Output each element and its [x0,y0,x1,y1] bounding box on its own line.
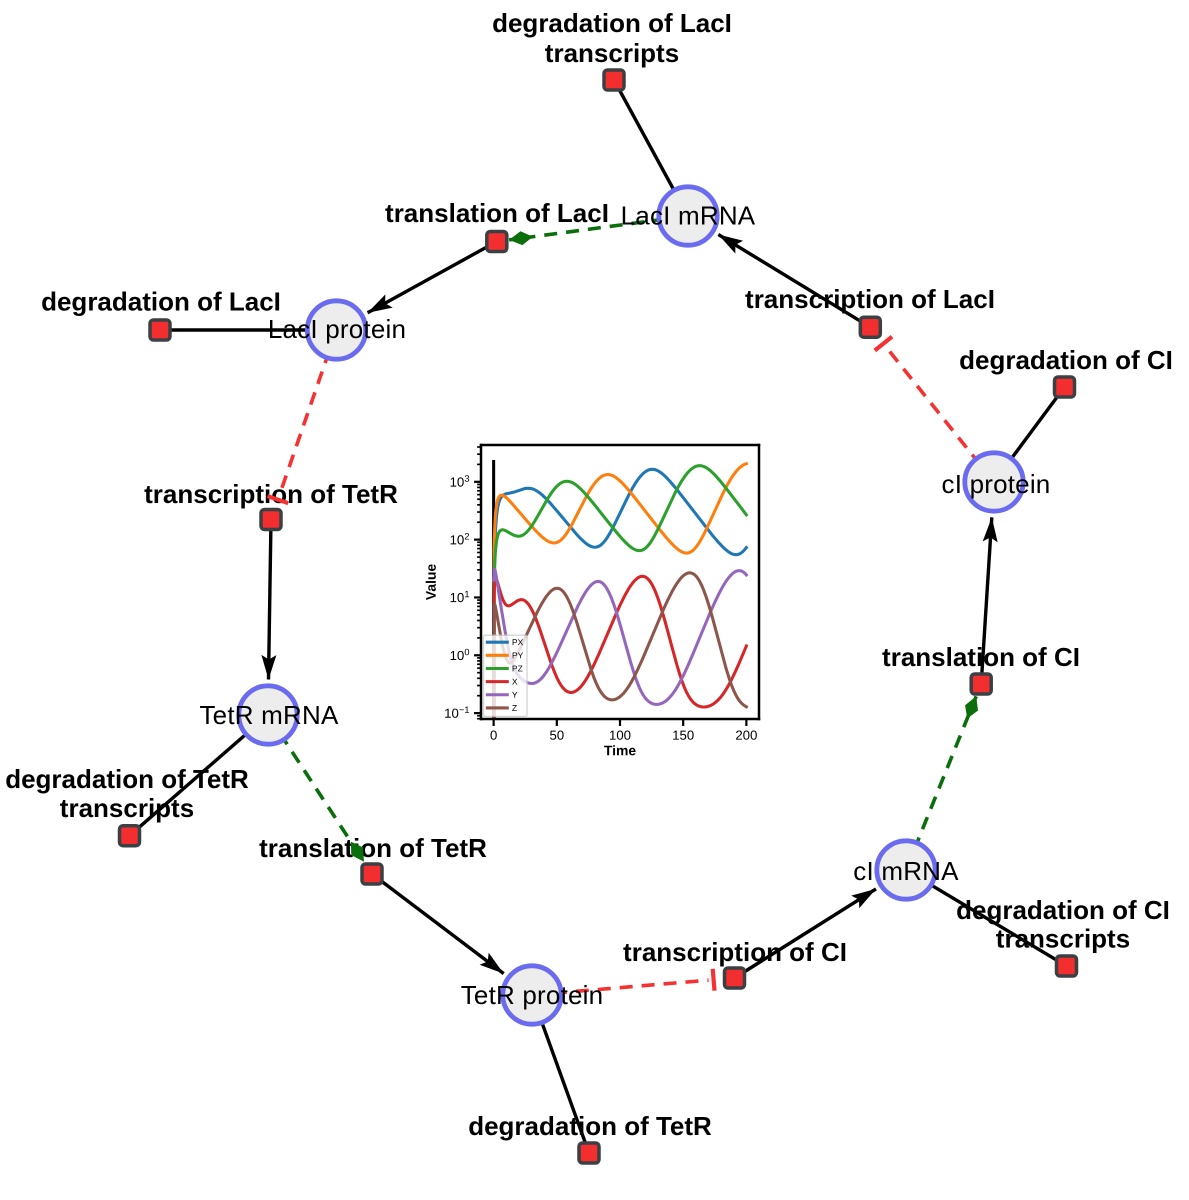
svg-text:LacI protein: LacI protein [268,314,406,344]
svg-text:degradation of LacI: degradation of LacI [492,8,732,38]
svg-text:degradation of TetR: degradation of TetR [468,1111,712,1141]
svg-text:degradation of TetR: degradation of TetR [5,764,249,794]
svg-text:transcription of TetR: transcription of TetR [144,479,398,509]
svg-text:cI mRNA: cI mRNA [853,856,959,886]
svg-text:LacI mRNA: LacI mRNA [621,201,756,231]
svg-text:transcripts: transcripts [545,38,679,68]
svg-text:transcription of CI: transcription of CI [623,937,847,967]
svg-text:degradation of CI: degradation of CI [959,345,1173,375]
svg-text:transcripts: transcripts [996,924,1130,954]
svg-text:degradation of LacI: degradation of LacI [41,287,281,317]
svg-text:TetR mRNA: TetR mRNA [199,700,338,730]
svg-text:transcription of LacI: transcription of LacI [745,284,995,314]
svg-text:TetR protein: TetR protein [461,980,604,1010]
svg-text:translation of TetR: translation of TetR [259,833,487,863]
svg-text:translation of LacI: translation of LacI [385,198,609,228]
svg-text:cI protein: cI protein [942,469,1051,499]
